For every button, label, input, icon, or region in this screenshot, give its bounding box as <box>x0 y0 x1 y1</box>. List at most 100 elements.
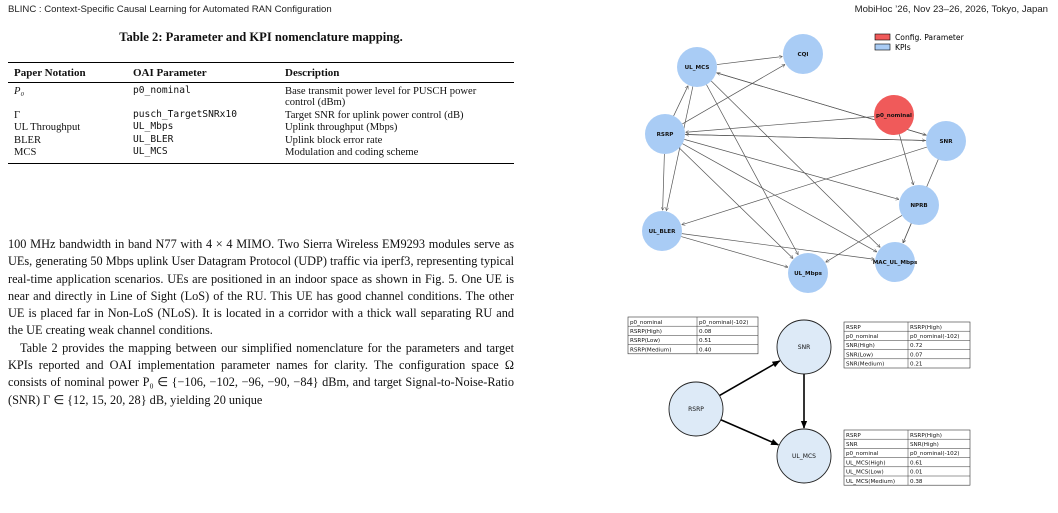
graph-node-circle <box>645 114 685 154</box>
graph-edge <box>673 86 688 117</box>
cpt-cell-label: RSRP(Low) <box>630 338 660 344</box>
graph-edge <box>663 153 665 210</box>
column-header: Paper Notation <box>14 67 86 79</box>
table-row: Γ pusch_TargetSNRx10 Target SNR for upli… <box>8 109 514 121</box>
cpt-cell-label: p0_nominal <box>846 334 879 340</box>
cpt-cell-value: 0.21 <box>910 362 923 368</box>
graph-node: MAC_UL_Mbps <box>873 242 918 282</box>
cpt-cell-label: SNR <box>846 442 858 448</box>
graph-edge <box>681 233 874 260</box>
cpt-cell-label: UL_MCS(Low) <box>846 470 884 476</box>
cpt-cell-label: UL_MCS(High) <box>846 460 886 466</box>
table-cell-param: UL_BLER <box>133 133 174 145</box>
cpt-cell-value: RSRP(High) <box>910 325 942 331</box>
cpt-cell-label: SNR(Medium) <box>846 362 884 368</box>
cpt-cell-label: RSRP(Medium) <box>630 347 671 353</box>
graph-edge <box>716 57 782 65</box>
cpt-cell-value: 0.07 <box>910 352 923 358</box>
graph-node-label: UL_BLER <box>649 229 677 235</box>
subgraph-edge <box>719 360 781 397</box>
cpt-cell-value: p0_nominal(-102) <box>910 451 959 457</box>
subgraph-node-label: SNR <box>798 344 810 351</box>
body-paragraph: Table 2 provides the mapping between our… <box>8 340 514 407</box>
graph-edge <box>679 147 793 258</box>
header-venue: MobiHoc ’26, Nov 23–26, 2026, Tokyo, Jap… <box>854 4 1048 15</box>
table-caption: Table 2: Parameter and KPI nomenclature … <box>119 30 403 44</box>
graph-edge <box>682 65 785 125</box>
table-cell-param: UL_MCS <box>133 146 168 158</box>
cpt-cell-label: UL_MCS(Medium) <box>846 479 895 485</box>
graph-edge <box>903 223 912 242</box>
table-header-row: Paper Notation OAI Parameter Description <box>8 62 514 83</box>
cpt-cell-value: p0_nominal(-102) <box>699 320 748 326</box>
graph-node: CQI <box>783 34 823 74</box>
graph-node-label: UL_MCS <box>685 65 710 71</box>
cpt-cell-value: 0.51 <box>699 338 712 344</box>
graph-node-circle <box>788 253 828 293</box>
graph-edge <box>706 84 798 255</box>
table-row: MCS UL_MCS Modulation and coding scheme <box>8 146 514 164</box>
subgraph-node: UL_MCS <box>776 428 832 484</box>
legend-label-kpi: KPIs <box>895 43 911 52</box>
table-cell-notation: P₀ <box>14 86 25 97</box>
graph-node-label: UL_Mbps <box>794 271 822 277</box>
graph-node-circle <box>874 95 914 135</box>
graph-edge <box>899 134 913 184</box>
graph-node-circle <box>677 47 717 87</box>
graph-node-label: SNR <box>939 139 953 145</box>
graph-edge <box>681 236 788 268</box>
table-cell-param: UL_Mbps <box>133 121 174 133</box>
graph-node-circle <box>642 211 682 251</box>
cpt-cell-value: p0_nominal(-102) <box>910 334 959 340</box>
legend-label-config: Config. Parameter <box>895 33 965 42</box>
body-paragraph: 100 MHz bandwidth in band N77 with 4 × 4… <box>8 237 514 338</box>
graph-node-label: MAC_UL_Mbps <box>873 260 918 266</box>
graph-edge <box>686 135 927 141</box>
legend-swatch-config <box>874 33 891 41</box>
cpt-cell-value: 0.61 <box>910 460 923 466</box>
subgraph-node-circle <box>776 319 832 375</box>
graph-node-label: NPRB <box>910 203 927 209</box>
graph-node-circle <box>926 121 966 161</box>
table-cell-desc: Uplink throughput (Mbps) <box>285 122 398 134</box>
cpt-cell-label: RSRP <box>846 325 861 331</box>
graph-node: p0_nominal <box>874 95 914 135</box>
table-cell-param: pusch_TargetSNRx10 <box>133 108 237 120</box>
cpt-table-snr: RSRP RSRP(High) p0_nominal p0_nominal(-102)… <box>843 321 971 369</box>
cpt-cell-value: 0.38 <box>910 479 923 485</box>
subgraph-edge <box>720 419 780 446</box>
subgraph-node-circle <box>668 381 724 437</box>
table-row: UL Throughput UL_Mbps Uplink throughput … <box>8 121 514 133</box>
subgraph-node-label: RSRP <box>688 406 704 413</box>
cpt-cell-label: p0_nominal <box>630 320 663 326</box>
nomenclature-table: Paper Notation OAI Parameter Description… <box>8 62 514 164</box>
cpt-cell-label: SNR(High) <box>846 343 875 349</box>
table-cell-desc: Modulation and coding scheme <box>285 147 419 159</box>
column-header: OAI Parameter <box>133 67 207 79</box>
graph-nodes: UL_MCSCQIRSRPp0_nominalSNRNPRBUL_BLERMAC… <box>642 34 966 293</box>
table-cell-notation: MCS <box>14 147 37 159</box>
table-cell-param: p0_nominal <box>133 85 191 96</box>
header-title: BLINC : Context-Specific Causal Learning… <box>8 4 332 15</box>
graph-edges <box>663 57 939 268</box>
subgraph-node: RSRP <box>668 381 724 437</box>
cpt-cell-value: 0.72 <box>910 343 922 349</box>
table-row: BLER UL_BLER Uplink block error rate <box>8 134 514 146</box>
cpt-cell-label: RSRP(High) <box>630 329 662 335</box>
table-cell-desc: Uplink block error rate <box>285 134 383 146</box>
graph-edge <box>684 139 899 199</box>
table-cell-desc: Target SNR for uplink power control (dB) <box>285 109 464 121</box>
graph-node: SNR <box>926 121 966 161</box>
cpt-cell-label: RSRP <box>846 433 861 439</box>
graph-legend: Config. Parameter KPIs <box>874 33 965 52</box>
graph-edge <box>682 146 928 225</box>
graph-edge <box>711 80 880 247</box>
legend-swatch-kpi <box>874 43 891 51</box>
graph-edge <box>682 143 876 252</box>
cpt-cell-value: RSRP(High) <box>910 433 942 439</box>
table-cell-notation: BLER <box>14 134 42 146</box>
